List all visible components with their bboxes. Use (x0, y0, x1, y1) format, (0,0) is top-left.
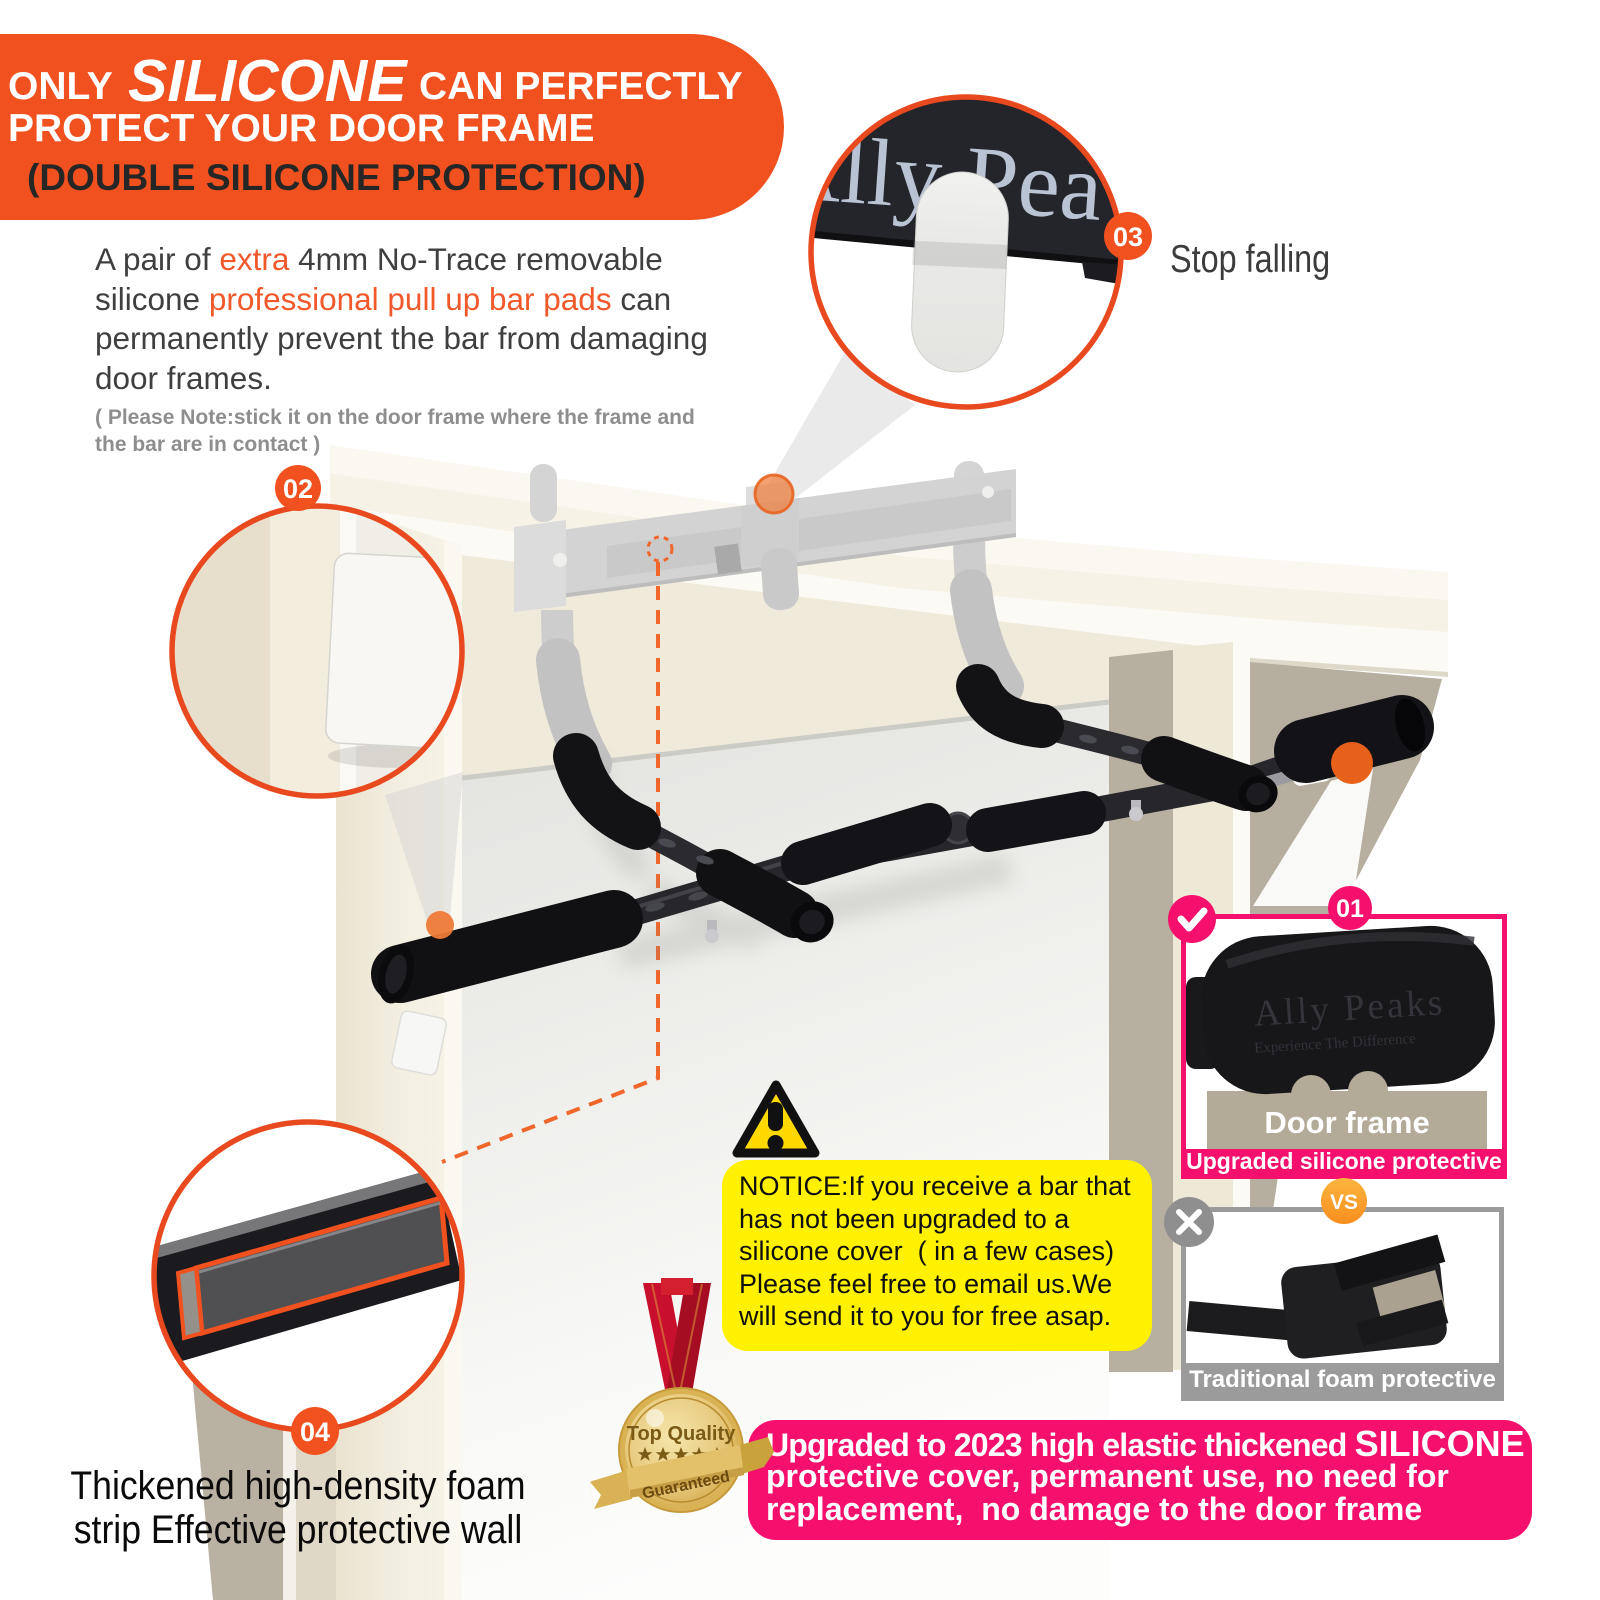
svg-text:02: 02 (283, 474, 313, 504)
svg-text:Door frame: Door frame (1264, 1105, 1429, 1140)
svg-text:04: 04 (300, 1417, 330, 1447)
svg-text:03: 03 (1113, 222, 1143, 252)
